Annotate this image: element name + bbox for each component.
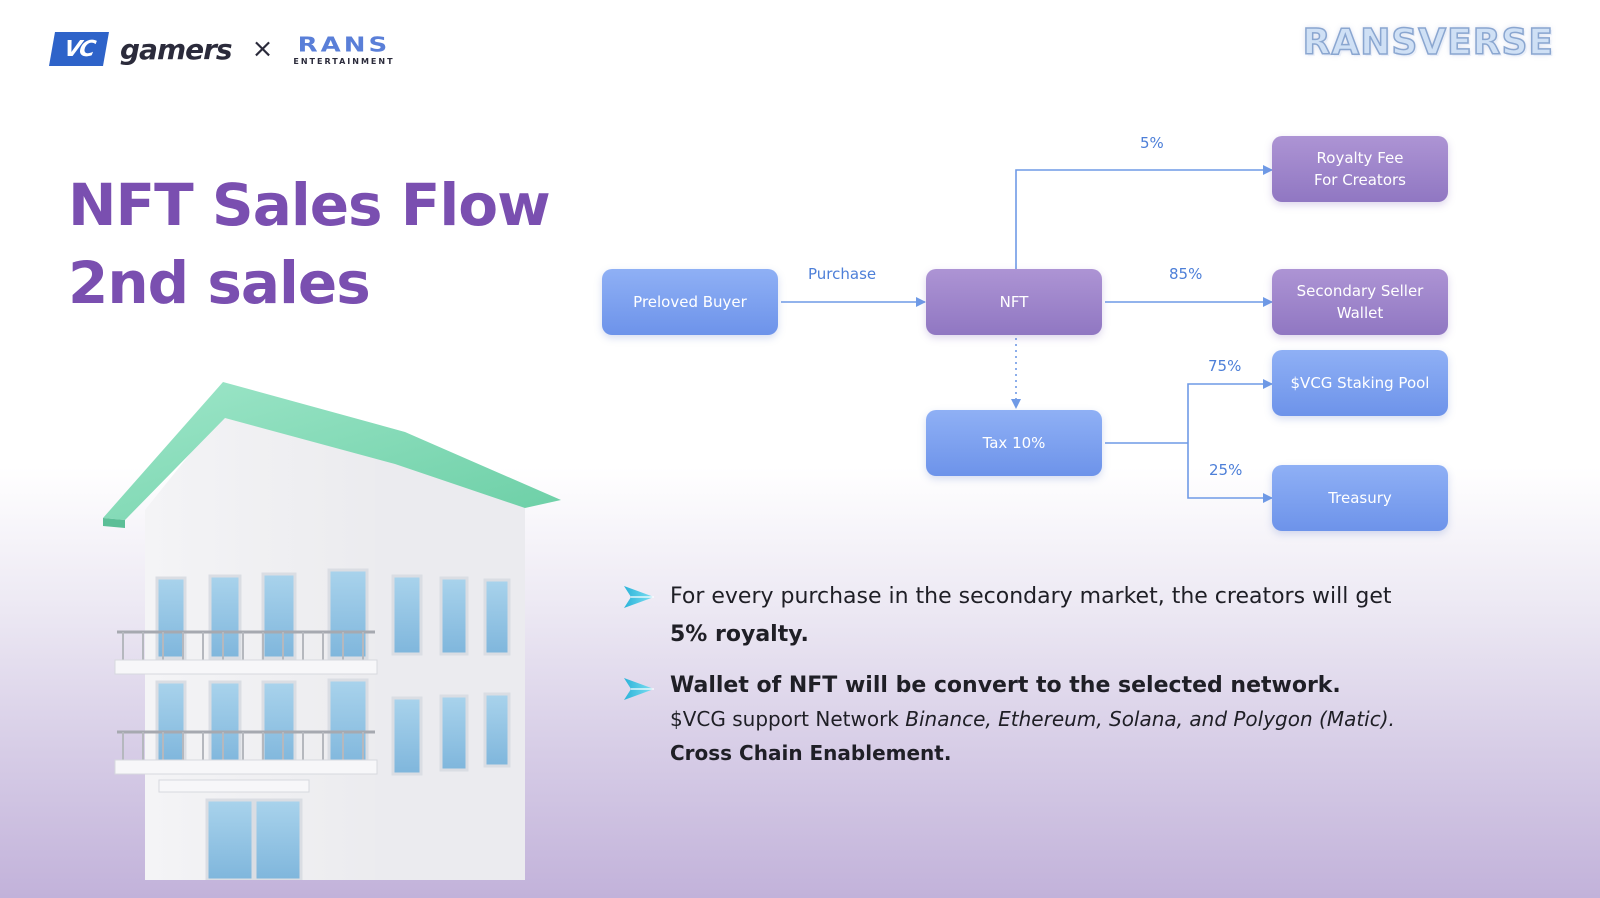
node-label: $VCG Staking Pool — [1290, 374, 1430, 392]
rans-logo: RANS ENTERTAINMENT — [293, 32, 394, 66]
edge-label-purchase: Purchase — [808, 265, 877, 283]
bullet-body: For every purchase in the secondary mark… — [670, 584, 1392, 609]
paper-plane-bullet-icon — [624, 586, 654, 608]
paper-plane-bullet-icon — [624, 678, 654, 700]
node-label: Tax 10% — [982, 434, 1046, 452]
node-label-line: Royalty Fee — [1316, 149, 1404, 167]
bullet-footer: Cross Chain Enablement. — [670, 741, 952, 765]
node-label-line: Secondary Seller — [1296, 282, 1424, 300]
networks-prefix: $VCG support Network — [670, 707, 906, 731]
node-nft: NFT — [926, 269, 1102, 335]
node-label-line: For Creators — [1314, 171, 1406, 189]
node-secondary-seller-wallet: Secondary Seller Wallet — [1272, 269, 1448, 335]
networks-list: Binance, Ethereum, Solana, and Polygon (… — [905, 707, 1395, 731]
edge-label-royalty: 5% — [1140, 134, 1164, 152]
edge-nft-royalty — [1015, 165, 1273, 269]
node-staking-pool: $VCG Staking Pool — [1272, 350, 1448, 416]
rans-subtitle: ENTERTAINMENT — [293, 57, 395, 66]
bullet-item-network: Wallet of NFT will be convert to the sel… — [622, 670, 1402, 770]
node-label: NFT — [999, 293, 1029, 311]
title-line-1: NFT Sales Flow — [68, 171, 551, 239]
ransverse-logo: RANSVERSE — [1302, 21, 1554, 64]
rans-wordmark: RANS — [297, 33, 391, 57]
bullet-list: For every purchase in the secondary mark… — [622, 578, 1402, 770]
header-logos: VC gamers × RANS ENTERTAINMENT — [49, 32, 395, 66]
node-treasury: Treasury — [1272, 465, 1448, 531]
node-label: Treasury — [1328, 489, 1392, 507]
edge-split-staking — [1187, 379, 1273, 443]
node-royalty-fee: Royalty Fee For Creators — [1272, 136, 1448, 202]
edge-label-treasury: 25% — [1209, 461, 1243, 479]
node-tax: Tax 10% — [926, 410, 1102, 476]
bullet-item-royalty: For every purchase in the secondary mark… — [622, 578, 1402, 654]
bullet-text: For every purchase in the secondary mark… — [670, 578, 1402, 654]
node-label-line: Wallet — [1336, 304, 1384, 322]
collab-cross: × — [251, 34, 274, 64]
gamers-wordmark: gamers — [120, 32, 233, 66]
building-illustration — [103, 382, 561, 880]
page-title: NFT Sales Flow 2nd sales — [68, 166, 551, 322]
title-line-2: 2nd sales — [68, 249, 371, 317]
bullet-emphasis: 5% royalty. — [670, 622, 809, 647]
edge-split-treasury — [1187, 443, 1273, 503]
node-preloved-buyer: Preloved Buyer — [602, 269, 778, 335]
node-label: Preloved Buyer — [633, 293, 747, 311]
bullet-heading: Wallet of NFT will be convert to the sel… — [670, 673, 1341, 698]
edge-label-staking: 75% — [1208, 357, 1242, 375]
edge-label-seller: 85% — [1169, 265, 1203, 283]
bullet-networks-line: $VCG support Network Binance, Ethereum, … — [670, 702, 1402, 736]
